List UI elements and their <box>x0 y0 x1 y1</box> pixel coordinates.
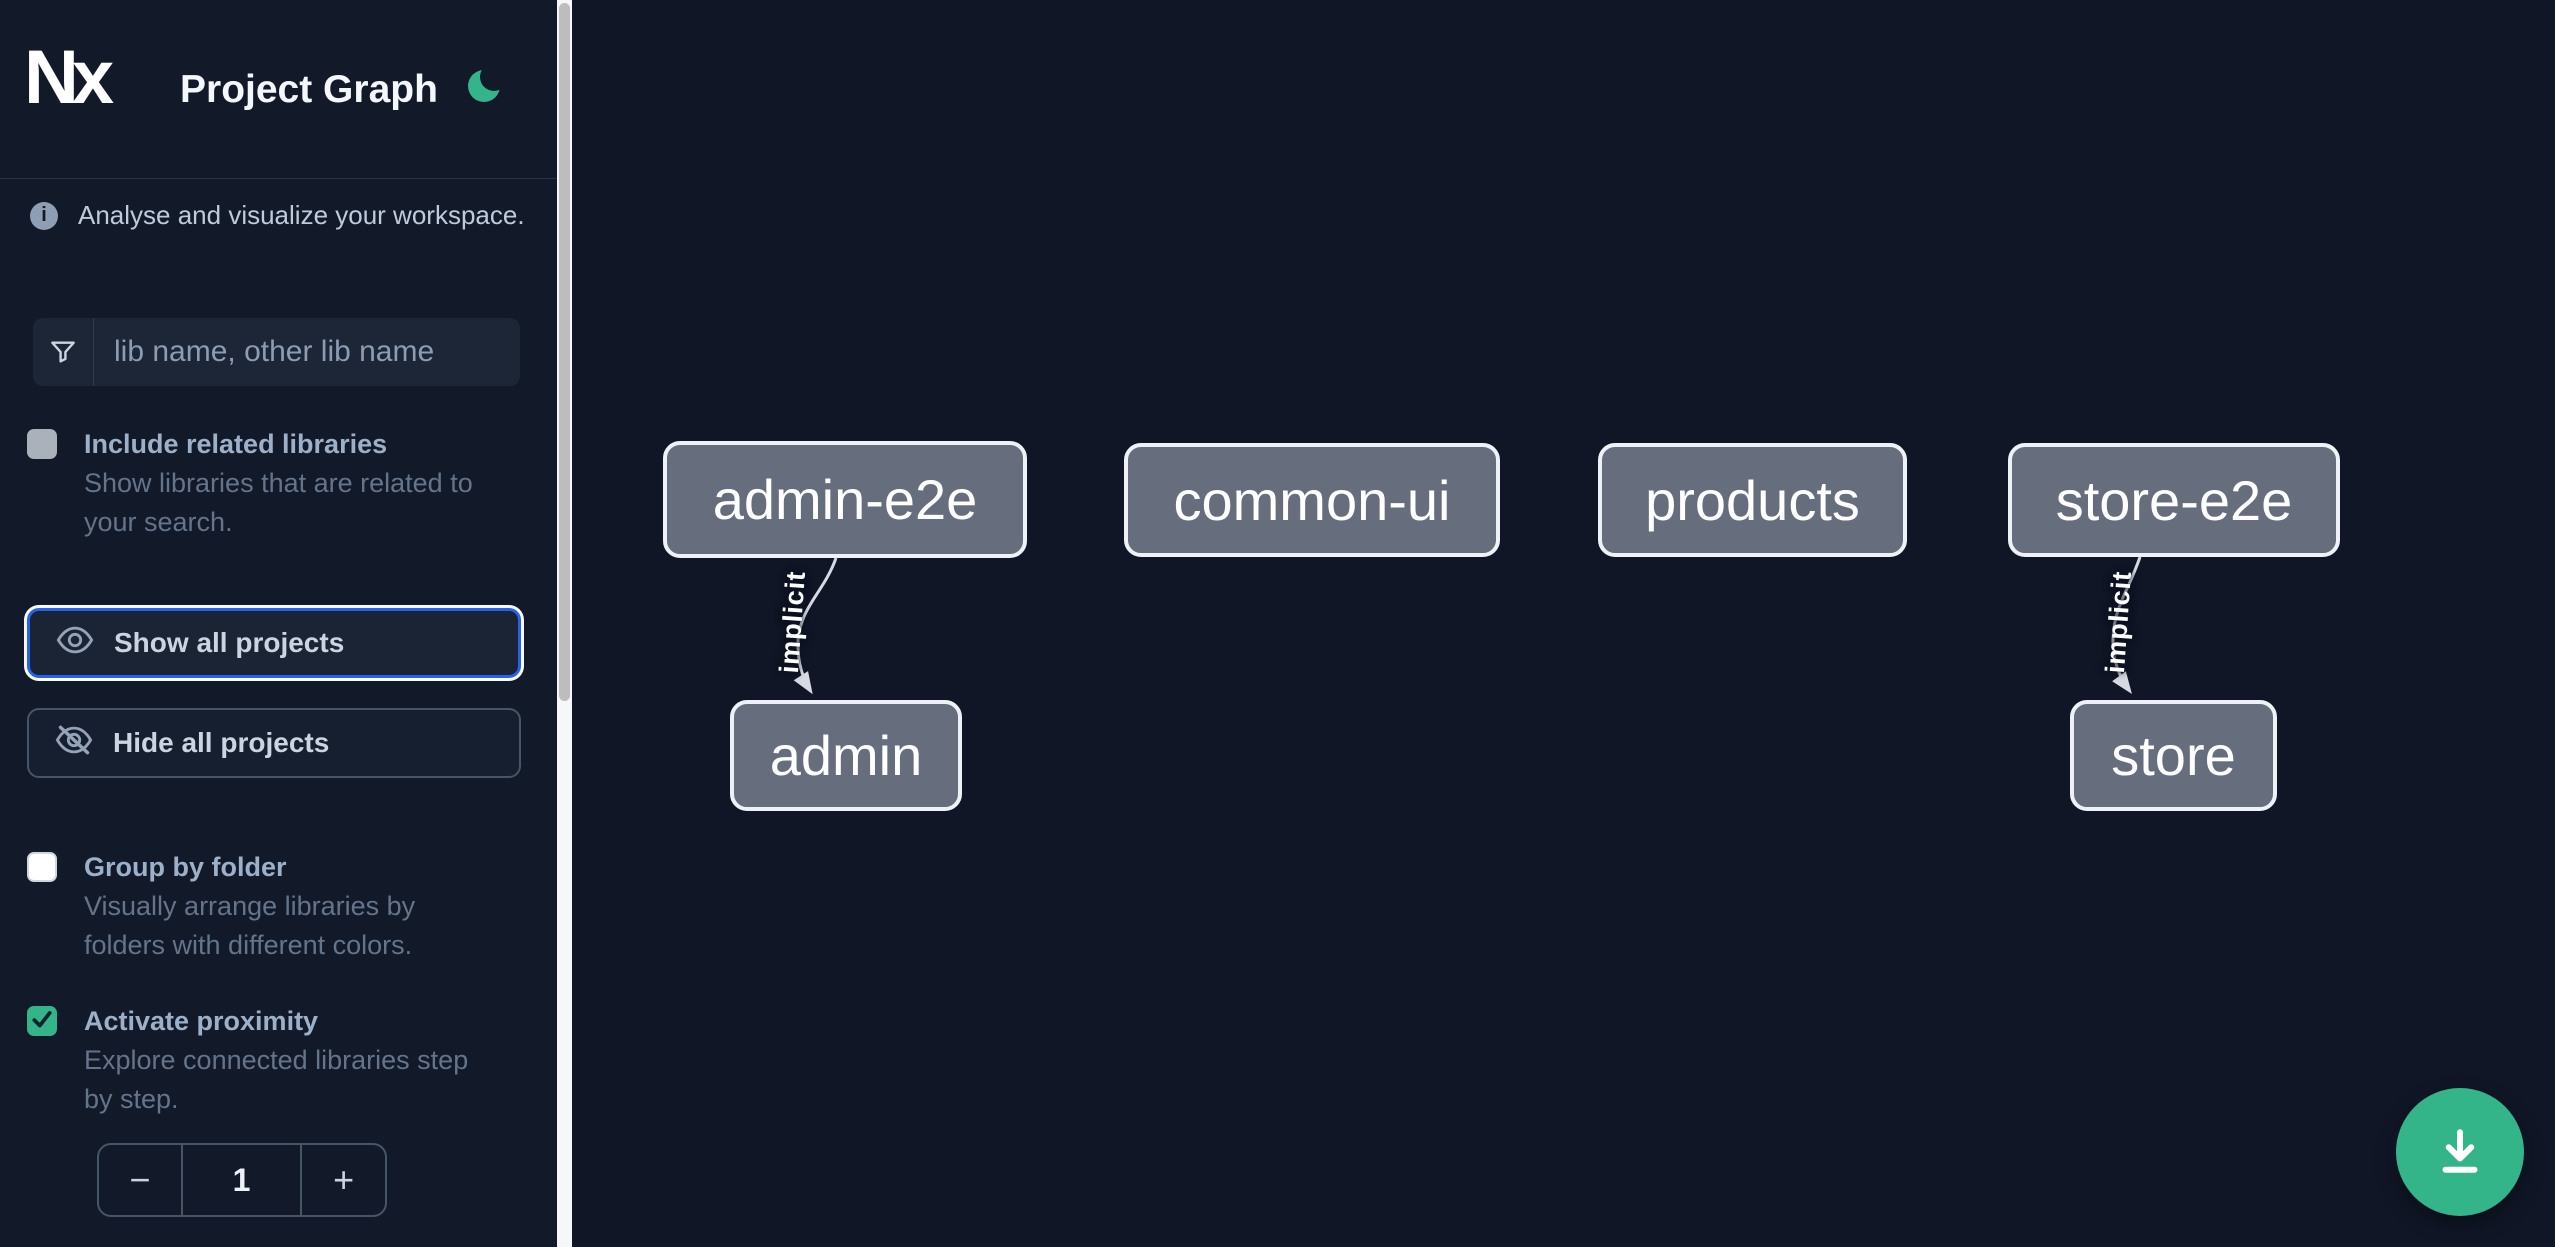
intro-text: Analyse and visualize your workspace. <box>78 200 525 230</box>
graph-node-store-e2e[interactable]: store-e2e <box>2008 443 2340 557</box>
group-by-folder-label: Group by folder <box>84 852 287 882</box>
graph-node-common-ui[interactable]: common-ui <box>1124 443 1500 557</box>
show-all-projects-label: Show all projects <box>114 627 345 658</box>
graph-node-products[interactable]: products <box>1598 443 1907 557</box>
show-all-projects-button[interactable]: Show all projects <box>27 608 521 678</box>
download-graph-button[interactable] <box>2396 1088 2524 1216</box>
eye-off-icon <box>55 725 93 762</box>
group-by-folder-checkbox[interactable] <box>27 852 57 882</box>
theme-toggle-button[interactable] <box>462 62 510 110</box>
moon-icon <box>466 62 508 108</box>
filter-input[interactable] <box>94 318 520 386</box>
group-by-folder-description: Visually arrange libraries by folders wi… <box>84 891 416 960</box>
nx-logo: Nx <box>24 35 114 120</box>
activate-proximity-checkbox[interactable] <box>27 1006 57 1036</box>
filter-searchbox <box>33 318 520 386</box>
page-title: Project Graph <box>180 68 438 111</box>
header-divider <box>0 178 557 179</box>
graph-canvas[interactable] <box>572 0 2555 1247</box>
graph-node-admin-e2e[interactable]: admin-e2e <box>663 441 1027 558</box>
hide-all-projects-button[interactable]: Hide all projects <box>27 708 521 778</box>
download-icon <box>2430 1121 2490 1184</box>
proximity-value[interactable]: 1 <box>180 1145 303 1215</box>
activate-proximity-description: Explore connected libraries step by step… <box>84 1045 469 1114</box>
activate-proximity-label: Activate proximity <box>84 1006 319 1036</box>
checkmark-icon <box>31 1008 53 1035</box>
hide-all-projects-label: Hide all projects <box>113 727 330 758</box>
graph-node-admin[interactable]: admin <box>730 700 962 811</box>
eye-icon <box>56 625 94 662</box>
sidebar-scrollbar-thumb[interactable] <box>559 3 570 701</box>
include-related-checkbox[interactable] <box>27 429 57 459</box>
include-related-label: Include related libraries <box>84 429 388 459</box>
funnel-icon <box>33 318 94 386</box>
proximity-increment-button[interactable]: + <box>302 1145 385 1215</box>
info-icon: i <box>30 201 58 230</box>
proximity-decrement-button[interactable]: − <box>99 1145 181 1215</box>
include-related-description: Show libraries that are related to your … <box>84 468 473 537</box>
graph-node-store[interactable]: store <box>2070 700 2277 811</box>
proximity-stepper: − 1 + <box>97 1143 387 1217</box>
sidebar: Nx Project Graph i Analyse and visualize… <box>0 0 557 1247</box>
